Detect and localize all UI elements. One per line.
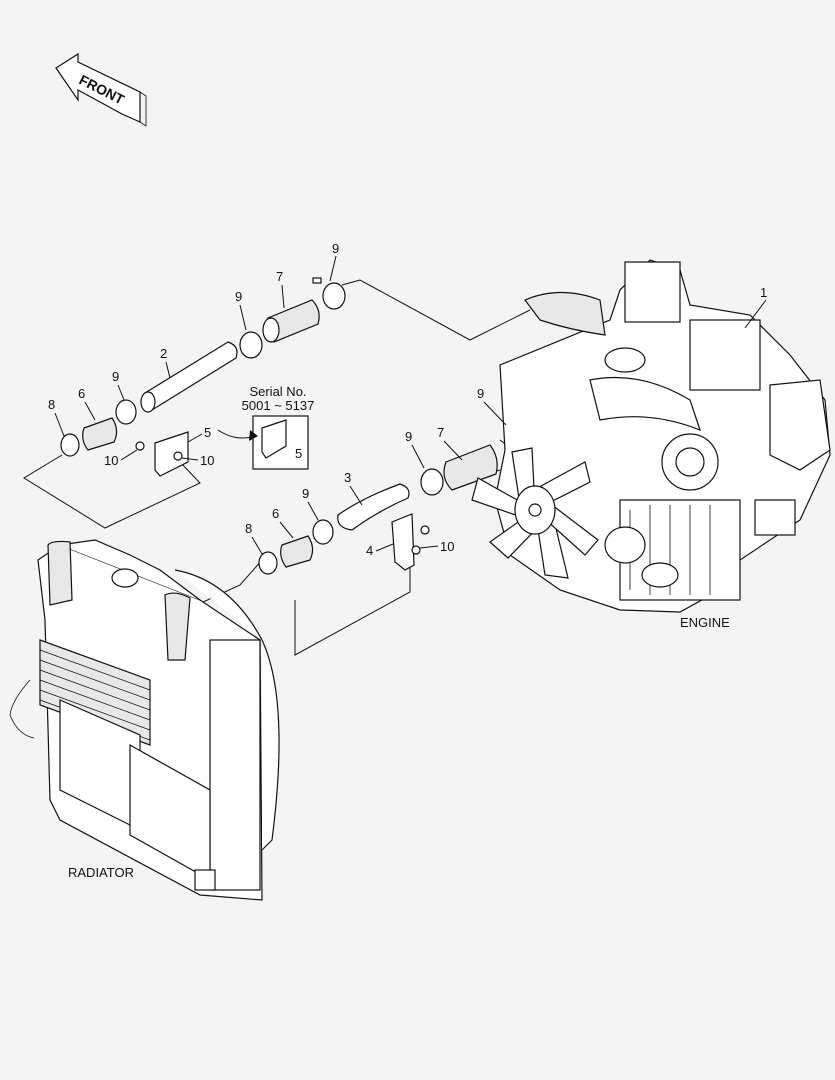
upper-hose-set — [60, 277, 346, 477]
callout-5: 5 — [204, 425, 211, 440]
hose-clamp-8-lower — [258, 551, 278, 575]
front-arrow: FRONT — [55, 52, 147, 127]
hose-clamp-9-left — [115, 399, 137, 425]
intercooler-pipe-2 — [142, 341, 238, 411]
radiator: RADIATOR — [9, 539, 280, 901]
callout-9-top: 9 — [332, 241, 339, 256]
serial-range: 5001 ~ 5137 — [242, 398, 315, 413]
hose-clamp-9-upper-mid — [239, 331, 263, 359]
hose-7-lower — [443, 444, 498, 491]
callout-8-lower: 8 — [245, 521, 252, 536]
callout-10-right: 10 — [200, 453, 214, 468]
callout-9-lower: 9 — [405, 429, 412, 444]
callout-6-lower: 6 — [272, 506, 279, 521]
callout-7-lower: 7 — [437, 425, 444, 440]
callout-10-lower: 10 — [440, 539, 454, 554]
callout-3: 3 — [344, 470, 351, 485]
callouts: 1 2 3 4 5 6 6 7 7 8 8 9 9 9 9 9 9 10 — [48, 241, 767, 558]
hose-clamp-8-upper — [60, 433, 80, 457]
lower-hose-set — [258, 424, 530, 575]
callout-9-upper-mid: 9 — [235, 289, 242, 304]
serial-title: Serial No. — [249, 384, 306, 399]
engine: ENGINE — [471, 259, 831, 630]
callout-7-upper: 7 — [276, 269, 283, 284]
hose-clamp-9-lower — [420, 468, 444, 496]
intercooler-pipe-3 — [337, 483, 410, 531]
callout-6-upper: 6 — [78, 386, 85, 401]
bracket-4 — [391, 513, 415, 571]
serial-inset: Serial No. 5001 ~ 5137 5 — [217, 384, 315, 470]
callout-2: 2 — [160, 346, 167, 361]
callout-9-lower-left: 9 — [302, 486, 309, 501]
engine-label: ENGINE — [680, 615, 730, 630]
callout-1: 1 — [760, 285, 767, 300]
callout-8-upper: 8 — [48, 397, 55, 412]
callout-9-left: 9 — [112, 369, 119, 384]
hose-clamp-9-top — [322, 282, 346, 310]
callout-10-left: 10 — [104, 453, 118, 468]
radiator-label: RADIATOR — [68, 865, 134, 880]
callout-4: 4 — [366, 543, 373, 558]
hose-6-upper — [82, 417, 118, 451]
hose-clamp-9-lower-left — [312, 519, 334, 545]
callout-9-engine: 9 — [477, 386, 484, 401]
cooling-fan — [471, 447, 599, 579]
serial-callout: 5 — [295, 446, 302, 461]
hose-6-lower — [280, 535, 314, 568]
bracket-5 — [154, 431, 189, 477]
